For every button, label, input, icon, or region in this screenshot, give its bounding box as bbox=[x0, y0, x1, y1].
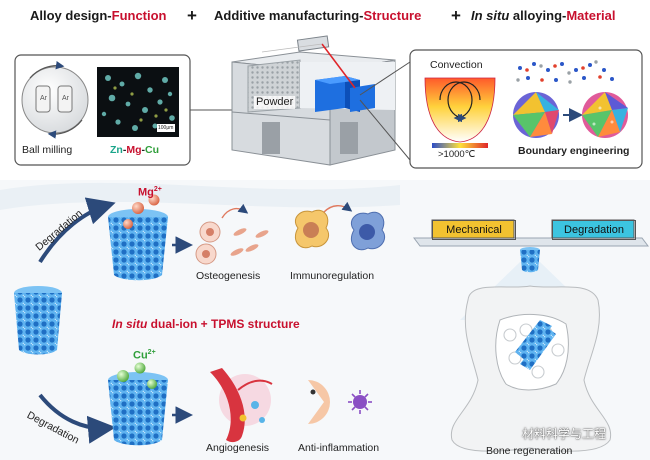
dual-ion-title: In situ dual-ion + TPMS structure bbox=[112, 317, 300, 331]
scale-bar-label: 100μm bbox=[158, 125, 174, 131]
anti-inflammation-label: Anti-inflammation bbox=[298, 442, 380, 454]
scaffold-cu bbox=[108, 362, 168, 446]
anti-inflammation-illustration bbox=[308, 380, 372, 424]
cu-ion-label: Cu2+ bbox=[133, 349, 156, 362]
ball-milling-label: Ball milling bbox=[22, 144, 73, 156]
degradation-arrow-top bbox=[38, 197, 116, 264]
melt-pool bbox=[424, 77, 496, 143]
element-dots bbox=[516, 60, 614, 84]
scaffold-small bbox=[520, 247, 540, 273]
header-additive-manufacturing: Additive manufacturing-Structure bbox=[214, 8, 422, 23]
degradation-badge: Degradation bbox=[552, 220, 636, 240]
scaffold-mg bbox=[108, 194, 168, 281]
immunoregulation-cells bbox=[294, 201, 386, 251]
ball-mill-icon bbox=[21, 66, 89, 134]
watermark: 材料科学与工程 bbox=[522, 427, 607, 441]
ar-label-right: Ar bbox=[62, 95, 69, 102]
mechanical-badge: Mechanical bbox=[432, 220, 516, 240]
powder-label: Powder bbox=[254, 96, 296, 109]
header-plus-1: + bbox=[187, 6, 197, 25]
degradation-arrow-bottom bbox=[38, 393, 116, 444]
grain-structure-after bbox=[582, 92, 628, 138]
cu-ion-ball bbox=[117, 370, 129, 382]
bone-illustration bbox=[450, 285, 612, 452]
temperature-label: >1000℃ bbox=[438, 149, 476, 160]
osteogenesis-label: Osteogenesis bbox=[196, 270, 261, 282]
header-plus-2: + bbox=[451, 6, 461, 25]
osteogenesis-cells bbox=[195, 203, 269, 265]
grain-structure-before bbox=[513, 92, 559, 138]
printer-illustration bbox=[231, 35, 396, 166]
mg-ion-label: Mg2+ bbox=[138, 186, 162, 199]
alloy-composition-label: Zn-Mg-Cu bbox=[110, 144, 159, 156]
boundary-engineering-label: Boundary engineering bbox=[518, 145, 630, 157]
temperature-bar bbox=[432, 143, 488, 148]
angiogenesis-label: Angiogenesis bbox=[206, 442, 270, 454]
angiogenesis-illustration bbox=[210, 368, 273, 443]
header-alloy-design: Alloy design-Function bbox=[30, 8, 167, 23]
scaffold-center bbox=[14, 286, 62, 355]
immunoregulation-label: Immunoregulation bbox=[290, 270, 375, 282]
ar-label-left: Ar bbox=[40, 95, 47, 102]
mg-ion-ball bbox=[132, 202, 144, 214]
bone-regeneration-label: Bone regeneration bbox=[486, 445, 573, 457]
convection-label: Convection bbox=[430, 59, 483, 71]
header-in-situ-alloying: In situ alloying-Material bbox=[471, 8, 616, 23]
